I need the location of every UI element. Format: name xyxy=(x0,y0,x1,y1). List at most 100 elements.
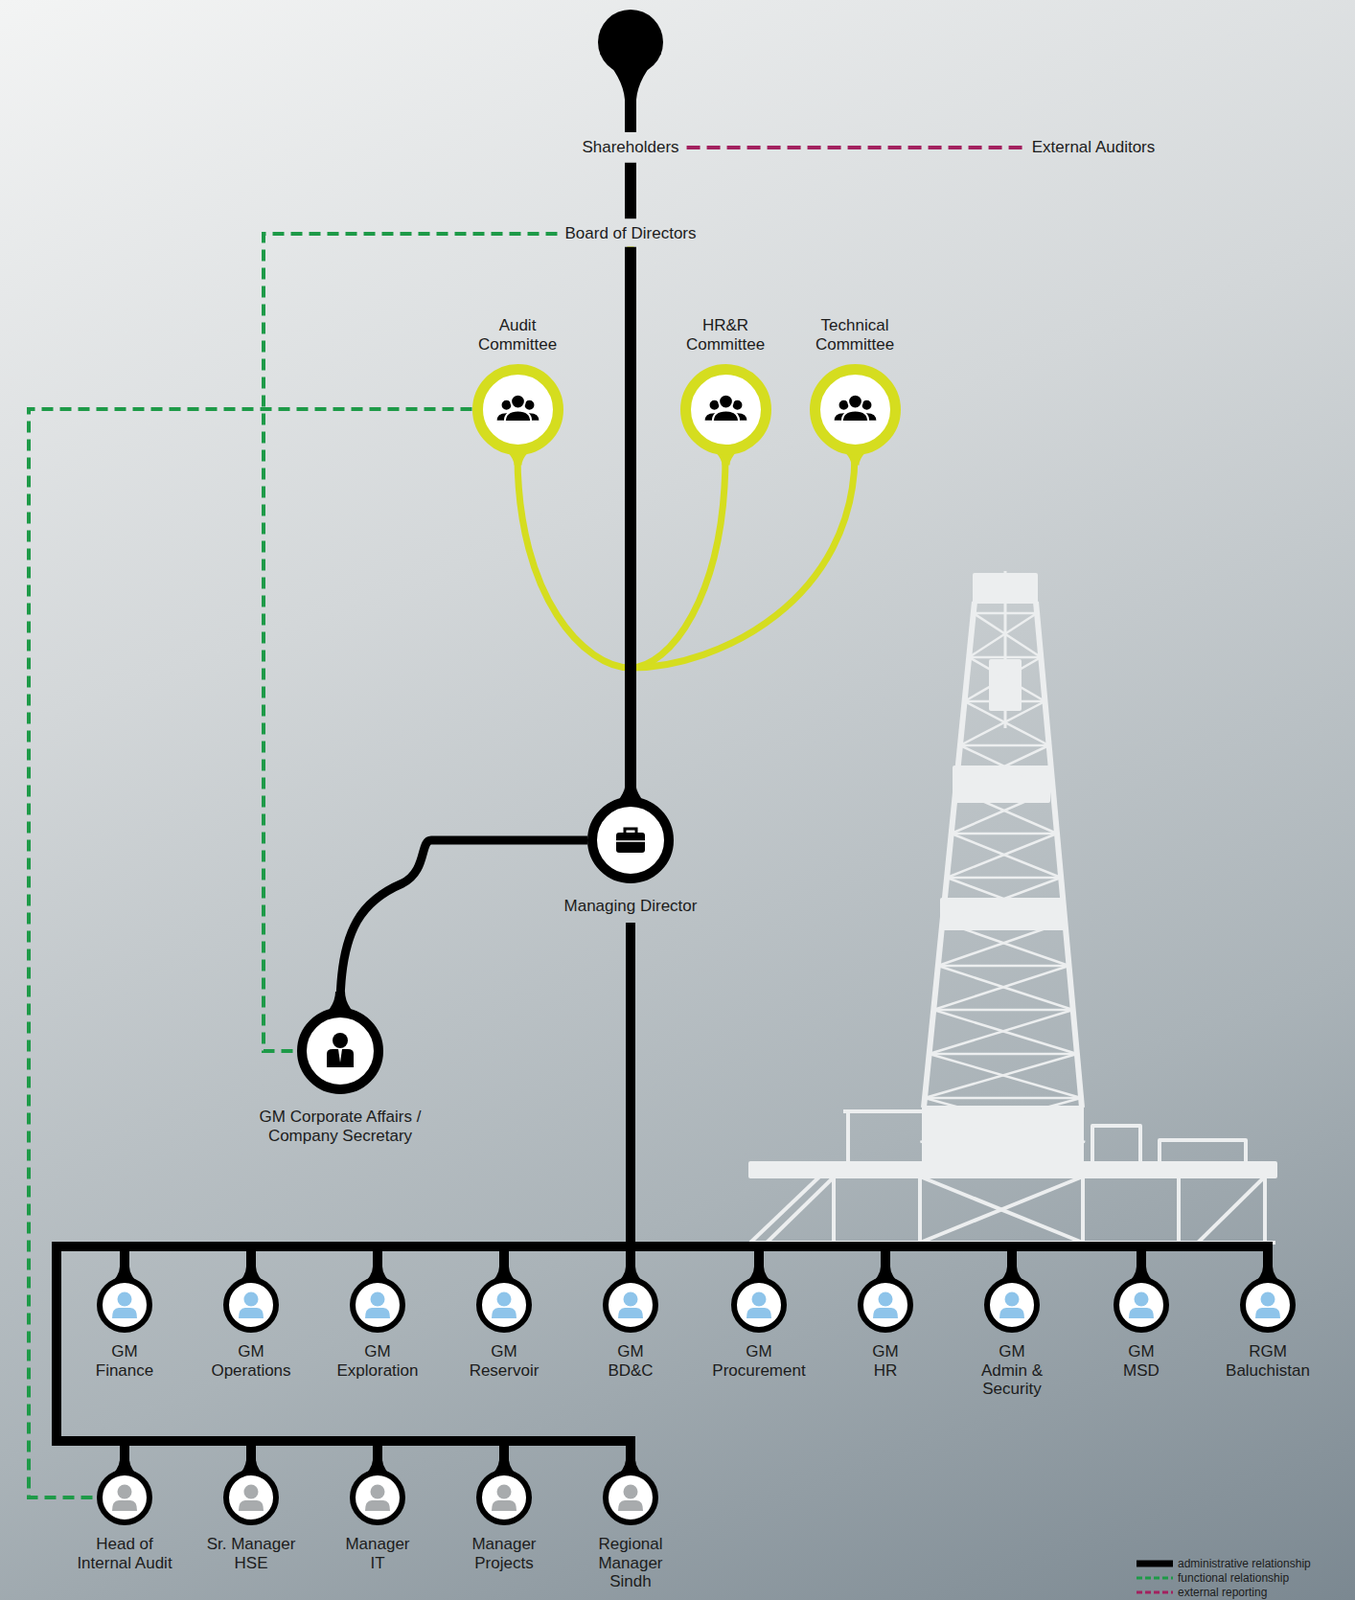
node-label: GM Exploration xyxy=(336,1342,418,1380)
connector xyxy=(340,840,588,1009)
node-circle xyxy=(472,364,564,456)
legend: administrative relationshipfunctional re… xyxy=(1136,1556,1311,1600)
rig-brace xyxy=(919,1098,1081,1143)
connector xyxy=(124,923,631,1278)
connector xyxy=(504,923,631,1278)
node-label: GM Procurement xyxy=(711,1342,805,1380)
node-circle xyxy=(809,364,901,456)
node-circle xyxy=(984,1277,1040,1333)
rig-brace xyxy=(929,1053,1078,1057)
rig-brace xyxy=(938,921,1066,966)
org-node: HR&R Committee xyxy=(680,316,772,455)
org-node: Head of Internal Audit xyxy=(70,1469,179,1573)
connector xyxy=(28,409,473,1498)
rig-brace xyxy=(933,1009,1073,1012)
org-node: GM MSD xyxy=(1113,1277,1170,1380)
org-node: GM Exploration xyxy=(336,1277,418,1380)
connector xyxy=(630,923,1142,1278)
org-node: Sr. Manager HSE xyxy=(203,1469,299,1573)
node-circle xyxy=(96,1277,153,1333)
rig-brace xyxy=(924,1054,1078,1099)
text-node: External Auditors xyxy=(1032,137,1156,158)
connector xyxy=(630,923,886,1278)
node-label: Head of Internal Audit xyxy=(70,1535,179,1573)
node-label: GM MSD xyxy=(1123,1342,1160,1380)
rig-brace xyxy=(938,965,1074,1011)
node-label: GM Admin & Security xyxy=(977,1342,1047,1400)
org-node: Audit Committee xyxy=(472,316,564,455)
org-node: GM HR xyxy=(857,1277,914,1380)
connector xyxy=(630,923,1268,1278)
node-circle xyxy=(1240,1277,1296,1333)
legend-row: external reporting xyxy=(1136,1584,1311,1600)
rig-brace xyxy=(941,921,1069,966)
connector xyxy=(263,233,558,1052)
connector xyxy=(251,923,631,1278)
org-node: Managing Director xyxy=(564,797,698,917)
connector xyxy=(624,162,637,219)
rig-brace xyxy=(946,877,1065,922)
node-circle xyxy=(680,364,772,456)
connector xyxy=(630,247,726,668)
node-label: Technical Committee xyxy=(815,316,895,354)
node-circle xyxy=(1113,1277,1170,1333)
connector xyxy=(687,145,1025,150)
node-circle xyxy=(223,1469,279,1526)
org-node: GM Corporate Affairs / Company Secretary xyxy=(252,1008,428,1146)
rig-brace xyxy=(951,833,1061,878)
node-circle xyxy=(96,1469,153,1526)
org-node: GM Admin & Security xyxy=(977,1277,1047,1400)
node-label: Regional Manager Sindh xyxy=(597,1535,663,1592)
rig-brace xyxy=(941,877,1061,922)
legend-text: external reporting xyxy=(1177,1585,1267,1600)
node-label: Managing Director xyxy=(564,896,698,917)
rig-brace xyxy=(938,964,1070,968)
rig-brace xyxy=(968,613,1037,658)
text-node: Shareholders xyxy=(581,137,679,158)
legend-line xyxy=(1136,1573,1173,1584)
connector xyxy=(56,923,631,1470)
org-node: Regional Manager Sindh xyxy=(597,1469,663,1592)
legend-row: administrative relationship xyxy=(1136,1556,1311,1571)
org-node: GM Reservoir xyxy=(469,1277,540,1380)
org-node: Manager Projects xyxy=(471,1469,536,1573)
node-label: GM Reservoir xyxy=(469,1342,540,1380)
rig-brace xyxy=(933,965,1069,1011)
node-label: GM Operations xyxy=(210,1342,291,1380)
node-circle xyxy=(587,797,674,884)
org-node: RGM Baluchistan xyxy=(1225,1277,1310,1380)
connector xyxy=(630,923,1012,1278)
node-circle xyxy=(476,1277,532,1333)
node-label: GM Finance xyxy=(95,1342,154,1380)
rig-brace xyxy=(973,612,1037,616)
connector xyxy=(377,923,631,1278)
legend-text: functional relationship xyxy=(1177,1571,1289,1585)
connector xyxy=(517,247,631,668)
node-circle xyxy=(349,1277,406,1333)
rig-brace xyxy=(968,657,1045,702)
rig-brace xyxy=(960,701,1046,746)
node-circle xyxy=(476,1469,532,1526)
rig-brace xyxy=(941,920,1065,924)
legend-text: administrative relationship xyxy=(1177,1557,1311,1571)
rig-brace xyxy=(946,876,1061,880)
connector xyxy=(56,923,631,1470)
rig-brace xyxy=(964,657,1042,702)
node-label: Shareholders xyxy=(581,137,679,158)
rig-brace xyxy=(964,700,1046,704)
node-label: Sr. Manager HSE xyxy=(203,1535,299,1573)
org-node: GM Finance xyxy=(95,1277,154,1380)
node-label: RGM Baluchistan xyxy=(1225,1342,1310,1380)
connector xyxy=(630,247,855,668)
connector xyxy=(624,247,637,798)
node-circle xyxy=(602,1277,659,1333)
node-label: Board of Directors xyxy=(565,224,697,244)
legend-row: functional relationship xyxy=(1136,1570,1311,1585)
node-label: HR&R Committee xyxy=(686,316,765,354)
rig-brace xyxy=(951,832,1057,836)
org-node: GM Procurement xyxy=(711,1277,805,1380)
rig-brace xyxy=(955,745,1049,790)
legend-line xyxy=(1136,1587,1173,1598)
rig-brace xyxy=(955,788,1053,792)
node-label: GM HR xyxy=(872,1342,898,1380)
